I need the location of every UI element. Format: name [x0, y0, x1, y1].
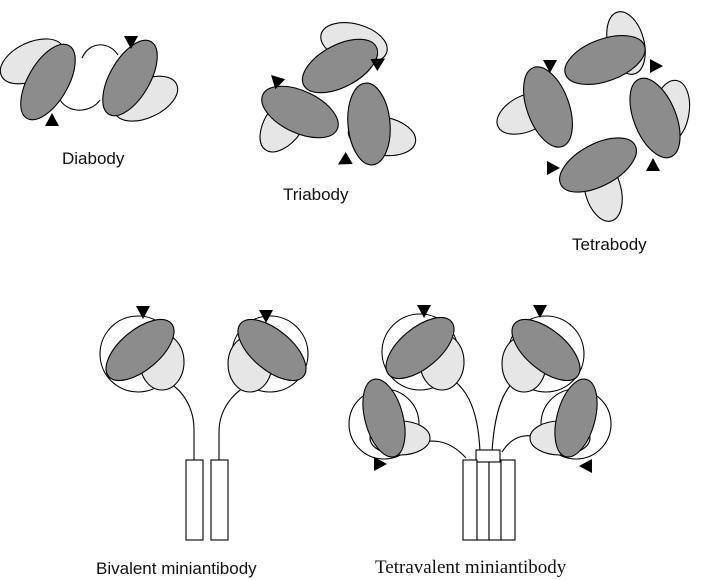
triabody-fv-right [345, 81, 419, 166]
tetravalent-helix [489, 462, 501, 540]
bivalent-fv-left [96, 308, 185, 392]
diabody-linker [82, 45, 118, 58]
tetrabody-arrowhead [646, 158, 660, 171]
diabody-label: Diabody [62, 150, 124, 167]
bivalent-hinge-left [168, 382, 194, 462]
tetravalent-arrowhead [579, 459, 592, 473]
tetravalent-miniantibody-diagram [349, 305, 611, 540]
bivalent-helix-right [211, 460, 228, 540]
diabody-linker [60, 100, 100, 110]
bivalent-helix-left [186, 460, 203, 540]
tetravalent-helix [463, 460, 477, 540]
tetrabody-label: Tetrabody [572, 236, 647, 253]
diabody-fv-right [88, 32, 202, 150]
diabody-diagram [0, 10, 202, 150]
triabody-diagram [250, 16, 419, 171]
bivalent-hinge-right [219, 385, 248, 462]
tetravalent-miniantibody-label: Tetravalent miniantibody [375, 558, 566, 577]
tetravalent-fv-top-left [376, 306, 465, 390]
bivalent-fv-right [228, 308, 317, 392]
tetravalent-helix [477, 462, 489, 540]
tetrabody-diagram [490, 7, 694, 225]
bivalent-miniantibody-label: Bivalent miniantibody [96, 560, 257, 577]
triabody-label: Triabody [283, 186, 349, 203]
tetravalent-helix [501, 460, 515, 540]
tetrabody-arrowhead [650, 59, 663, 73]
tetrabody-arrowhead [547, 161, 560, 175]
triabody-arrowhead [334, 152, 352, 171]
tetravalent-fv-top-right [502, 308, 591, 392]
diabody-fv-left [0, 10, 90, 128]
bivalent-miniantibody-diagram [96, 306, 317, 540]
diabody-arrowhead [45, 113, 59, 126]
